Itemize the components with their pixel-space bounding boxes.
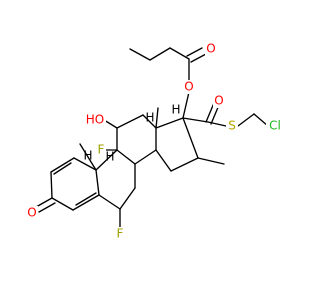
atom-label-hydroxyl: HO <box>86 113 104 127</box>
bond <box>50 171 53 199</box>
bond <box>169 47 190 60</box>
bond <box>95 149 118 171</box>
bond <box>75 192 97 206</box>
bond-layer <box>35 47 269 229</box>
atom-label-ester-carbonyl-oxygen: O <box>206 42 215 56</box>
bond <box>182 91 190 119</box>
h-label-c13: H <box>145 111 154 125</box>
atom-label-fluorine-6: F <box>117 227 124 241</box>
atom-label-ester-oxygen: O <box>184 80 193 94</box>
molecule-structure: O O O S Cl HO F F O H H H H <box>26 41 284 241</box>
bond <box>38 202 56 213</box>
atom-label-sulfur: S <box>228 119 236 133</box>
bond <box>103 119 118 129</box>
bond <box>35 197 53 208</box>
h-label-c9: H <box>105 150 114 164</box>
bond <box>170 157 199 172</box>
atom-label-layer: O O O S Cl HO F F O <box>26 42 284 241</box>
bond <box>149 47 171 61</box>
bond <box>155 107 159 129</box>
bond <box>142 114 157 129</box>
bond <box>79 143 97 171</box>
h-label-c17: H <box>171 103 180 117</box>
bond <box>182 117 209 123</box>
stereo-h-layer: H H H H <box>83 103 180 164</box>
bond <box>197 157 225 165</box>
bond <box>72 194 100 211</box>
bond <box>50 157 75 173</box>
atom-label-thioester-oxygen: O <box>214 94 223 108</box>
atom-label-ketone-oxygen: O <box>27 206 36 220</box>
bond <box>253 113 269 127</box>
bond <box>116 149 136 165</box>
bond <box>207 121 227 127</box>
bond <box>205 102 215 123</box>
bond <box>98 194 121 210</box>
bond <box>155 149 172 172</box>
bond <box>134 149 157 165</box>
atom-label-chlorine: Cl <box>269 119 281 133</box>
bond <box>51 197 74 211</box>
bond <box>186 47 203 57</box>
h-label-c10: H <box>83 149 92 163</box>
bond <box>53 162 72 175</box>
bond <box>116 114 144 129</box>
atom-label-fluorine-9: F <box>98 143 105 157</box>
bond <box>119 187 136 210</box>
bond <box>182 117 199 159</box>
bond <box>129 48 151 61</box>
bond <box>95 169 100 196</box>
bond <box>73 157 97 171</box>
bond <box>237 113 255 127</box>
bond <box>210 104 220 125</box>
bond <box>190 53 207 63</box>
bond <box>155 117 184 129</box>
